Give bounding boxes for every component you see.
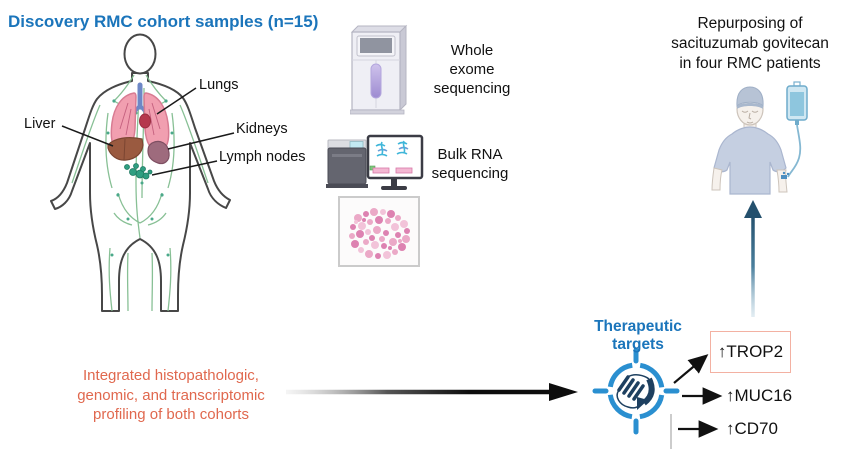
wes-label-line: exome [449, 61, 495, 78]
profiling-line: profiling of both cohorts [93, 406, 249, 423]
organ-label-kidneys: Kidneys [236, 121, 288, 137]
wes-label-line: sequencing [433, 80, 511, 97]
muc16-label: ↑MUC16 [726, 386, 793, 405]
organ-label-liver: Liver [24, 116, 56, 132]
trop2-box: ↑TROP2 [710, 331, 791, 373]
repurposing-text: Repurposing of sacituzumab govitecan in … [644, 14, 856, 74]
patient-infusion-icon [711, 81, 808, 195]
iv-bag-icon [786, 81, 808, 125]
targets-heading-line: Therapeutic [594, 318, 682, 335]
rna-label-line: Bulk RNA [437, 146, 503, 163]
profiling-line: Integrated histopathologic, [83, 367, 259, 384]
profiling-flow-arrow-head [549, 383, 578, 401]
iv-site [781, 171, 790, 179]
iv-tube [787, 124, 802, 178]
beanie-band [737, 103, 763, 109]
rna-strands [375, 140, 409, 157]
trop2-to-patient-arrow-head [744, 200, 762, 218]
profiling-text: Integrated histopathologic, genomic, and… [46, 366, 296, 425]
repurposing-line: sacituzumab govitecan [671, 35, 829, 52]
discovery-title: Discovery RMC cohort samples (n=15) [8, 12, 319, 31]
profiling-line: genomic, and transcriptomic [77, 386, 265, 404]
liver-shape [107, 137, 144, 161]
repurposing-line: in four RMC patients [679, 55, 821, 72]
human-anatomy-icon [50, 33, 231, 312]
rna-label: Bulk RNA sequencing [418, 145, 522, 183]
head [123, 33, 157, 75]
therapeutic-targets-heading: Therapeutic targets [583, 318, 693, 354]
therapeutic-target-icon [592, 347, 680, 435]
organ-label-lungs: Lungs [199, 77, 239, 93]
face-features [741, 110, 759, 124]
heart-shape [139, 113, 151, 129]
protein-ribbon-icon [616, 374, 655, 410]
targets-heading-line: targets [612, 336, 664, 353]
organ-label-lymph-nodes: Lymph nodes [219, 149, 306, 165]
crosshair-ticks [592, 347, 680, 435]
beanie-cap [736, 86, 764, 108]
lymph-node-cluster [124, 163, 153, 180]
rna-label-line: sequencing [431, 165, 509, 182]
histology-slide-icon [338, 196, 420, 267]
patient-shirt [713, 126, 787, 195]
repurposing-line: Repurposing of [697, 15, 803, 32]
cell-clusters [349, 208, 410, 259]
rna-sequencer-monitor-icon [326, 134, 424, 190]
wes-label-line: Whole [450, 42, 494, 59]
wes-sequencer-icon [350, 24, 408, 115]
trop2-label: ↑TROP2 [717, 342, 784, 361]
wes-label: Whole exome sequencing [424, 41, 520, 98]
cd70-label: ↑CD70 [726, 419, 778, 438]
